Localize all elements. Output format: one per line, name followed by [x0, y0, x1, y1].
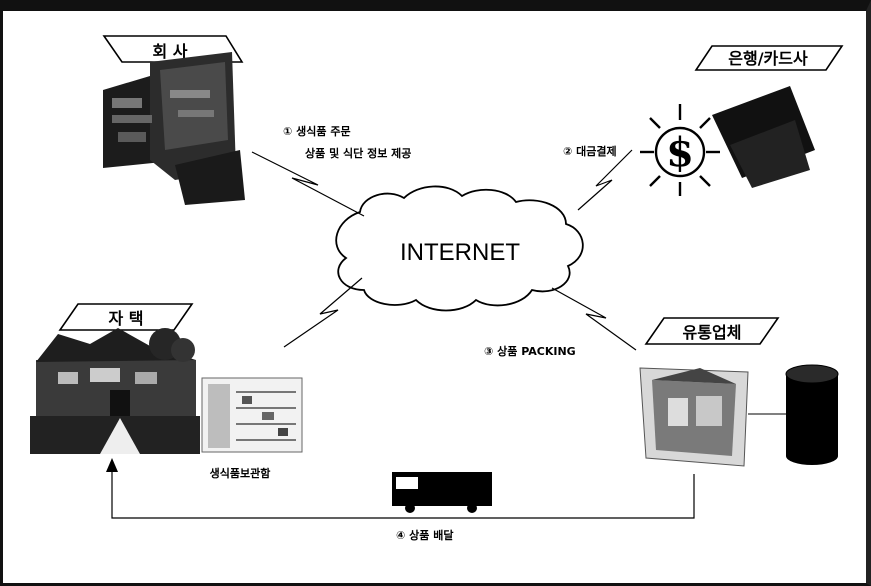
delivery-path	[106, 458, 695, 519]
house-icon	[30, 328, 200, 454]
bank-link	[577, 149, 633, 211]
internet-cloud: INTERNET	[335, 185, 584, 312]
distributor-label: 유통업체	[683, 323, 742, 342]
internet-label: INTERNET	[400, 239, 520, 266]
delivery-arrowhead	[106, 458, 118, 472]
distributor-node: 유통업체	[639, 317, 839, 467]
company-link	[251, 151, 365, 217]
dollar-sun-icon: $	[640, 104, 720, 196]
company-label: 회 사	[152, 42, 187, 61]
order-step-line1: ① 생식품 주문	[283, 124, 351, 138]
bank-node: 은행/카드사 $	[640, 45, 844, 196]
bank-tag-shape	[694, 45, 844, 71]
home-link	[283, 277, 363, 348]
bank-label: 은행/카드사	[728, 49, 808, 68]
home-label: 자 택	[108, 309, 143, 328]
refrigerator-icon	[201, 377, 303, 453]
company-node: 회 사	[102, 35, 245, 205]
home-tag-shape	[58, 303, 194, 331]
payment-step-label: ② 대금결제	[563, 144, 617, 158]
order-step-line2: 상품 및 식단 정보 제공	[305, 146, 411, 160]
svg-text:$: $	[666, 129, 694, 176]
home-node: 자 택 생식품보관함	[30, 303, 303, 480]
distributor-link	[551, 287, 637, 351]
database-icon	[785, 364, 839, 465]
storage-caption: 생식품보관함	[210, 466, 271, 480]
distributor-tag-shape	[644, 317, 780, 345]
store-photo-icon	[639, 367, 749, 467]
company-building-icon	[103, 52, 245, 205]
packing-step-label: ③ 상품 PACKING	[484, 344, 576, 358]
truck-icon	[392, 472, 492, 513]
delivery-step-label: ④ 상품 배달	[396, 528, 453, 542]
bank-cards-icon	[712, 86, 815, 188]
